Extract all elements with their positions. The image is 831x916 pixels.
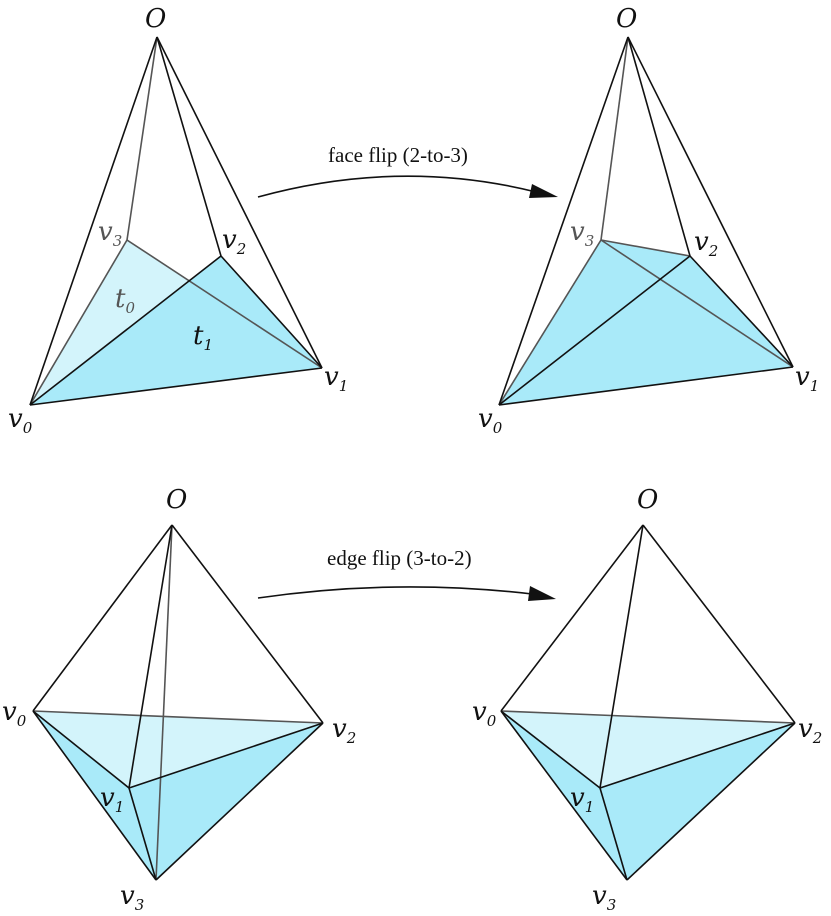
edge-O-v0 [32, 524, 173, 712]
arrow-curve [257, 175, 537, 198]
label-v3: v3 [98, 217, 122, 250]
edge-O-v0 [498, 36, 629, 406]
face-v1-v2-v3 [600, 723, 795, 880]
edge-v2-v3 [155, 722, 324, 881]
arrowhead-icon [528, 586, 556, 601]
label-v2: v2 [222, 225, 246, 258]
label-v2: v2 [694, 227, 718, 260]
label-t1: t1 [193, 321, 213, 354]
edge-O-v3 [155, 524, 173, 881]
label-v1: v1 [570, 783, 594, 816]
edge-v0-v1 [500, 710, 601, 789]
face-v0-v1-v2 [501, 711, 795, 788]
label-v1: v1 [324, 362, 348, 395]
label-v0: v0 [472, 697, 497, 730]
edge-O-v2 [171, 524, 324, 724]
panel-edge-flip-after: O v0 v2 v1 v3 [472, 485, 822, 914]
edge-O-v0 [500, 524, 644, 712]
label-v3: v3 [120, 881, 144, 914]
edge-v3-v2 [600, 239, 691, 257]
edge-v3-v1 [126, 239, 323, 369]
edge-v0-v2 [498, 255, 691, 406]
label-v3: v3 [592, 881, 616, 914]
edge-O-v1 [599, 524, 644, 789]
arrow-face-flip: face flip (2-to-3) [257, 143, 558, 198]
edge-v1-v3 [599, 787, 628, 881]
arrow-curve [257, 586, 533, 599]
edge-v2-v3 [626, 722, 796, 881]
face-front [499, 240, 793, 405]
edge-v2-v1 [689, 255, 794, 368]
edge-O-v2 [627, 36, 691, 257]
label-v0: v0 [2, 697, 27, 730]
label-v2: v2 [798, 714, 822, 747]
edge-O-v1 [627, 36, 794, 368]
label-v0: v0 [8, 404, 33, 437]
edge-O-v1 [128, 524, 173, 789]
panel-face-flip-after: O v3 v2 v1 v0 [478, 4, 819, 437]
edge-v0-v2 [32, 710, 324, 724]
edge-v0-v1 [498, 366, 794, 406]
label-t0: t0 [115, 284, 135, 317]
panel-edge-flip-before: O v0 v2 v1 v3 [2, 485, 356, 914]
edge-v0-v2 [29, 255, 222, 406]
edge-v0-v1 [32, 710, 130, 789]
label-v0: v0 [478, 404, 503, 437]
arrowhead-icon [529, 184, 558, 198]
label-v1: v1 [795, 362, 819, 395]
label-O: O [637, 485, 658, 515]
face-v1-v2-v3 [129, 723, 323, 880]
face-t1 [30, 256, 322, 405]
label-O: O [166, 485, 187, 515]
caption-edge-flip: edge flip (3-to-2) [327, 546, 472, 570]
label-O: O [616, 4, 637, 34]
edge-v3-v1 [600, 239, 794, 368]
edge-O-v3 [126, 36, 158, 241]
label-v2: v2 [332, 714, 356, 747]
label-v3: v3 [570, 217, 594, 250]
edge-v1-v2 [599, 722, 796, 789]
edge-v0-v1 [29, 367, 323, 406]
edge-O-v2 [642, 524, 796, 724]
edge-v0-v3 [498, 239, 602, 406]
label-O: O [145, 4, 166, 34]
edge-v0-v2 [500, 710, 796, 724]
edge-v0-v3 [500, 710, 628, 881]
edge-v2-v1 [220, 255, 323, 369]
panel-face-flip-before: O v3 v2 t0 t1 v1 v0 [8, 4, 348, 437]
caption-face-flip: face flip (2-to-3) [328, 143, 468, 167]
edge-O-v3 [600, 36, 629, 241]
edge-v0-v3 [32, 710, 157, 881]
label-v1: v1 [100, 783, 124, 816]
edge-v1-v2 [128, 722, 324, 789]
edge-O-v2 [156, 36, 222, 257]
edge-O-v1 [156, 36, 323, 369]
edge-v0-v3 [29, 239, 128, 406]
edge-O-v0 [29, 36, 158, 406]
arrow-edge-flip: edge flip (3-to-2) [257, 546, 556, 601]
edge-v1-v3 [128, 787, 157, 881]
